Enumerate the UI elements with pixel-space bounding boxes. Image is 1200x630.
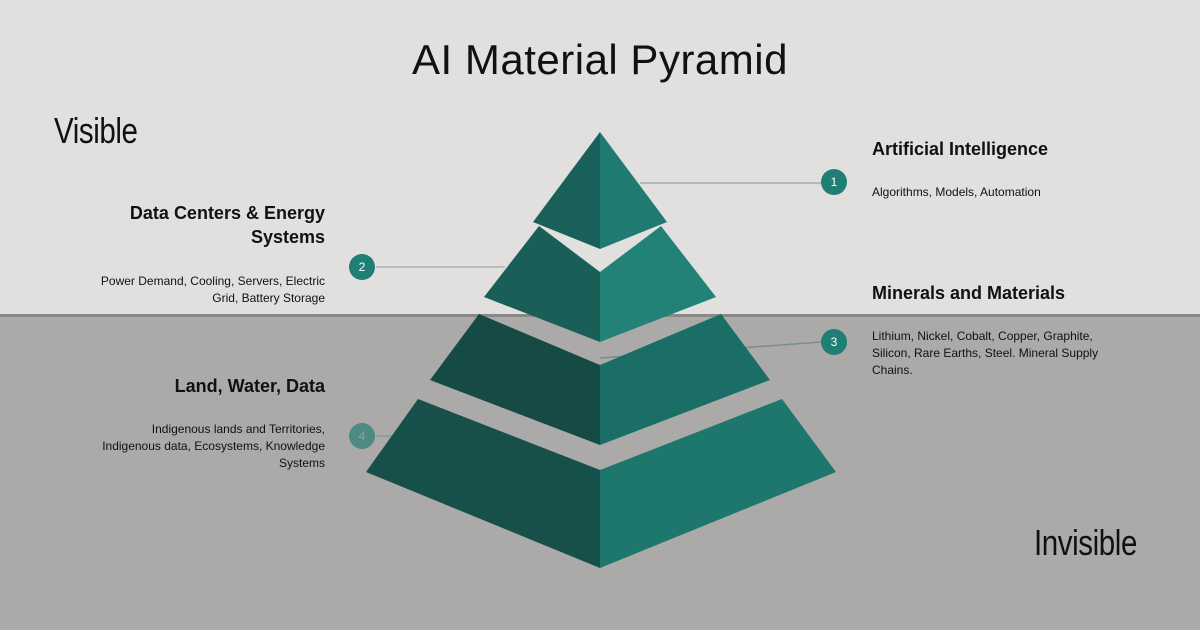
layer-2-marker: 2 xyxy=(349,254,375,280)
tier-1-right-face xyxy=(600,132,667,249)
tier-2-left-face xyxy=(484,226,600,342)
layer-4-description: Indigenous lands and Territories, Indige… xyxy=(102,422,325,470)
tier-4-left-face xyxy=(366,399,600,568)
tier-2-right-face xyxy=(600,226,716,342)
layer-4-marker: 4 xyxy=(349,423,375,449)
diagram-title: AI Material Pyramid xyxy=(412,36,788,83)
pyramid-tier-2 xyxy=(484,226,716,342)
layer-2-heading: Data Centers & Energy Systems xyxy=(129,203,325,247)
layer-3-marker: 3 xyxy=(821,329,847,355)
pyramid-tier-3 xyxy=(430,314,770,445)
layer-3-heading: Minerals and Materials xyxy=(872,283,1066,303)
layer-2-description: Power Demand, Cooling, Servers, Electric… xyxy=(100,274,325,305)
tier-1-left-face xyxy=(533,132,600,249)
tier-3-right-face xyxy=(600,314,770,445)
pyramid-tier-4 xyxy=(366,399,836,568)
visible-zone-label: Visible xyxy=(54,110,138,151)
layer-1-heading: Artificial Intelligence xyxy=(872,139,1049,159)
pyramid-tier-1 xyxy=(533,132,667,249)
layer-1-marker: 1 xyxy=(821,169,847,195)
tier-4-right-face xyxy=(600,399,836,568)
layer-3-description: Lithium, Nickel, Cobalt, Copper, Graphit… xyxy=(872,329,1099,377)
layer-1-description: Algorithms, Models, Automation xyxy=(872,185,1041,199)
tier-3-left-face xyxy=(430,314,600,445)
invisible-zone-label: Invisible xyxy=(1034,522,1137,563)
layer-4-heading: Land, Water, Data xyxy=(174,376,325,396)
